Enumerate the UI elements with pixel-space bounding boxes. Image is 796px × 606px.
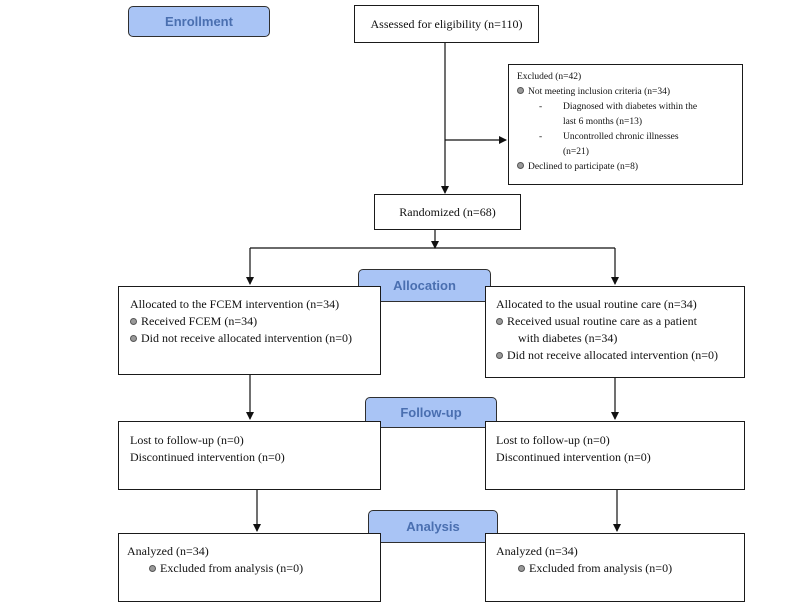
- assessed-box: Assessed for eligibility (n=110): [354, 5, 539, 43]
- bullet-icon: [149, 564, 156, 572]
- left-followup-box: Lost to follow-up (n=0) Discontinued int…: [118, 421, 381, 490]
- excluded-declined: Declined to participate (n=8): [517, 160, 742, 175]
- left-discontinued: Discontinued intervention (n=0): [130, 450, 285, 464]
- right-analysis-box: Analyzed (n=34) Excluded from analysis (…: [485, 533, 745, 602]
- bullet-icon: [517, 162, 524, 170]
- left-not-received: Did not receive allocated intervention (…: [130, 330, 380, 347]
- randomized-box: Randomized (n=68): [374, 194, 521, 230]
- left-received: Received FCEM (n=34): [130, 313, 380, 330]
- right-excluded-analysis: Excluded from analysis (n=0): [496, 560, 744, 577]
- bullet-icon: [496, 351, 503, 359]
- right-followup-box: Lost to follow-up (n=0) Discontinued int…: [485, 421, 745, 490]
- assessed-text: Assessed for eligibility (n=110): [370, 17, 523, 31]
- randomized-text: Randomized (n=68): [399, 205, 496, 219]
- right-analyzed: Analyzed (n=34): [496, 544, 578, 558]
- bullet-icon: [496, 317, 503, 325]
- bullet-icon: [130, 317, 137, 325]
- left-analysis-box: Analyzed (n=34) Excluded from analysis (…: [118, 533, 381, 602]
- excluded-sub1-cont: last 6 months (n=13): [563, 117, 642, 127]
- right-received: Received usual routine care as a patient: [496, 313, 744, 330]
- excluded-title: Excluded (n=42): [517, 72, 582, 82]
- right-allocation-box: Allocated to the usual routine care (n=3…: [485, 286, 745, 378]
- right-discontinued: Discontinued intervention (n=0): [496, 450, 651, 464]
- stage-analysis: Analysis: [368, 510, 498, 543]
- left-allocated: Allocated to the FCEM intervention (n=34…: [130, 297, 340, 311]
- right-allocated: Allocated to the usual routine care (n=3…: [496, 297, 697, 311]
- dash-marker: -: [539, 132, 543, 142]
- bullet-icon: [517, 87, 524, 95]
- excluded-sub2: -Uncontrolled chronic illnesses: [517, 130, 742, 145]
- left-excluded-analysis: Excluded from analysis (n=0): [127, 560, 380, 577]
- right-not-received: Did not receive allocated intervention (…: [496, 347, 744, 364]
- excluded-sub1: -Diagnosed with diabetes within the: [517, 100, 742, 115]
- stage-enrollment: Enrollment: [128, 6, 270, 37]
- right-lost: Lost to follow-up (n=0): [496, 433, 610, 447]
- dash-marker: -: [539, 102, 543, 112]
- left-allocation-box: Allocated to the FCEM intervention (n=34…: [118, 286, 381, 375]
- excluded-not-meeting: Not meeting inclusion criteria (n=34): [517, 85, 742, 100]
- left-lost: Lost to follow-up (n=0): [130, 433, 244, 447]
- stage-followup: Follow-up: [365, 397, 497, 428]
- excluded-sub2-cont: (n=21): [563, 147, 589, 157]
- left-analyzed: Analyzed (n=34): [127, 544, 209, 558]
- right-received-cont: with diabetes (n=34): [518, 331, 618, 345]
- stage-allocation: Allocation: [358, 269, 491, 302]
- excluded-box: Excluded (n=42) Not meeting inclusion cr…: [508, 64, 743, 185]
- bullet-icon: [130, 334, 137, 342]
- bullet-icon: [518, 564, 525, 572]
